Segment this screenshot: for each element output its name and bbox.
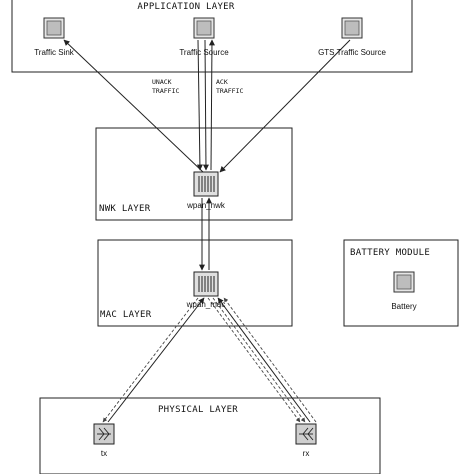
transmitter-icon [97,427,111,441]
source-unack-arrow [196,39,203,171]
unack-label-line2: TRAFFIC [152,87,179,95]
unack-label-line1: UNACK [152,78,172,86]
ack-label-line1: ACK [216,78,228,86]
physical-layer-title: PHYSICAL LAYER [158,405,238,415]
traffic-source-label: Traffic Source [179,48,229,57]
ack-return-arrow [208,39,215,171]
mac-layer-title: MAC LAYER [100,310,152,320]
wpan-mac-node[interactable]: wpan_mac [186,271,226,309]
battery-label: Battery [391,302,416,311]
battery-node[interactable]: Battery [391,271,417,311]
battery-module-box: BATTERY MODULE [343,239,459,327]
tx-label: tx [101,449,107,458]
mac-phy-connections [102,297,317,423]
receiver-icon [299,427,314,441]
nwk-to-sink-arrow [63,39,204,173]
gts-traffic-source-label: GTS Traffic Source [318,48,386,57]
app-to-nwk-connections [63,39,351,173]
queue-icon [198,176,215,192]
application-layer-title: APPLICATION LAYER [137,2,234,12]
mac-layer-box: MAC LAYER [97,239,293,327]
wpan-mac-label: wpan_mac [186,300,226,309]
rx-to-mac-dashed [223,297,317,423]
battery-module-title: BATTERY MODULE [350,248,430,258]
gts-to-nwk-arrow [219,39,351,173]
traffic-sink-label: Traffic Sink [34,48,75,57]
physical-layer-box: PHYSICAL LAYER [39,397,381,474]
traffic-source-node[interactable]: Traffic Source [179,17,229,57]
gts-traffic-source-node[interactable]: GTS Traffic Source [318,17,386,57]
ack-label-line2: TRAFFIC [216,87,243,95]
wpan-nwk-node[interactable]: wpan_nwk [186,171,226,210]
rx-to-mac-arrow [217,297,311,423]
source-ack-arrow [202,39,209,171]
mac-to-rx-dashed-2 [212,297,306,423]
tx-to-mac-arrow [107,297,205,423]
nwk-mac-connections [199,197,212,271]
traffic-sink-node[interactable]: Traffic Sink [34,17,75,57]
wpan-nwk-label: wpan_nwk [186,201,226,210]
queue-icon [198,276,215,292]
rx-node[interactable]: rx [295,423,317,458]
nwk-layer-title: NWK LAYER [99,204,151,214]
mac-to-rx-dashed-1 [207,297,301,423]
mac-to-tx-dashed [102,297,199,423]
tx-node[interactable]: tx [93,423,115,458]
rx-label: rx [303,449,310,458]
